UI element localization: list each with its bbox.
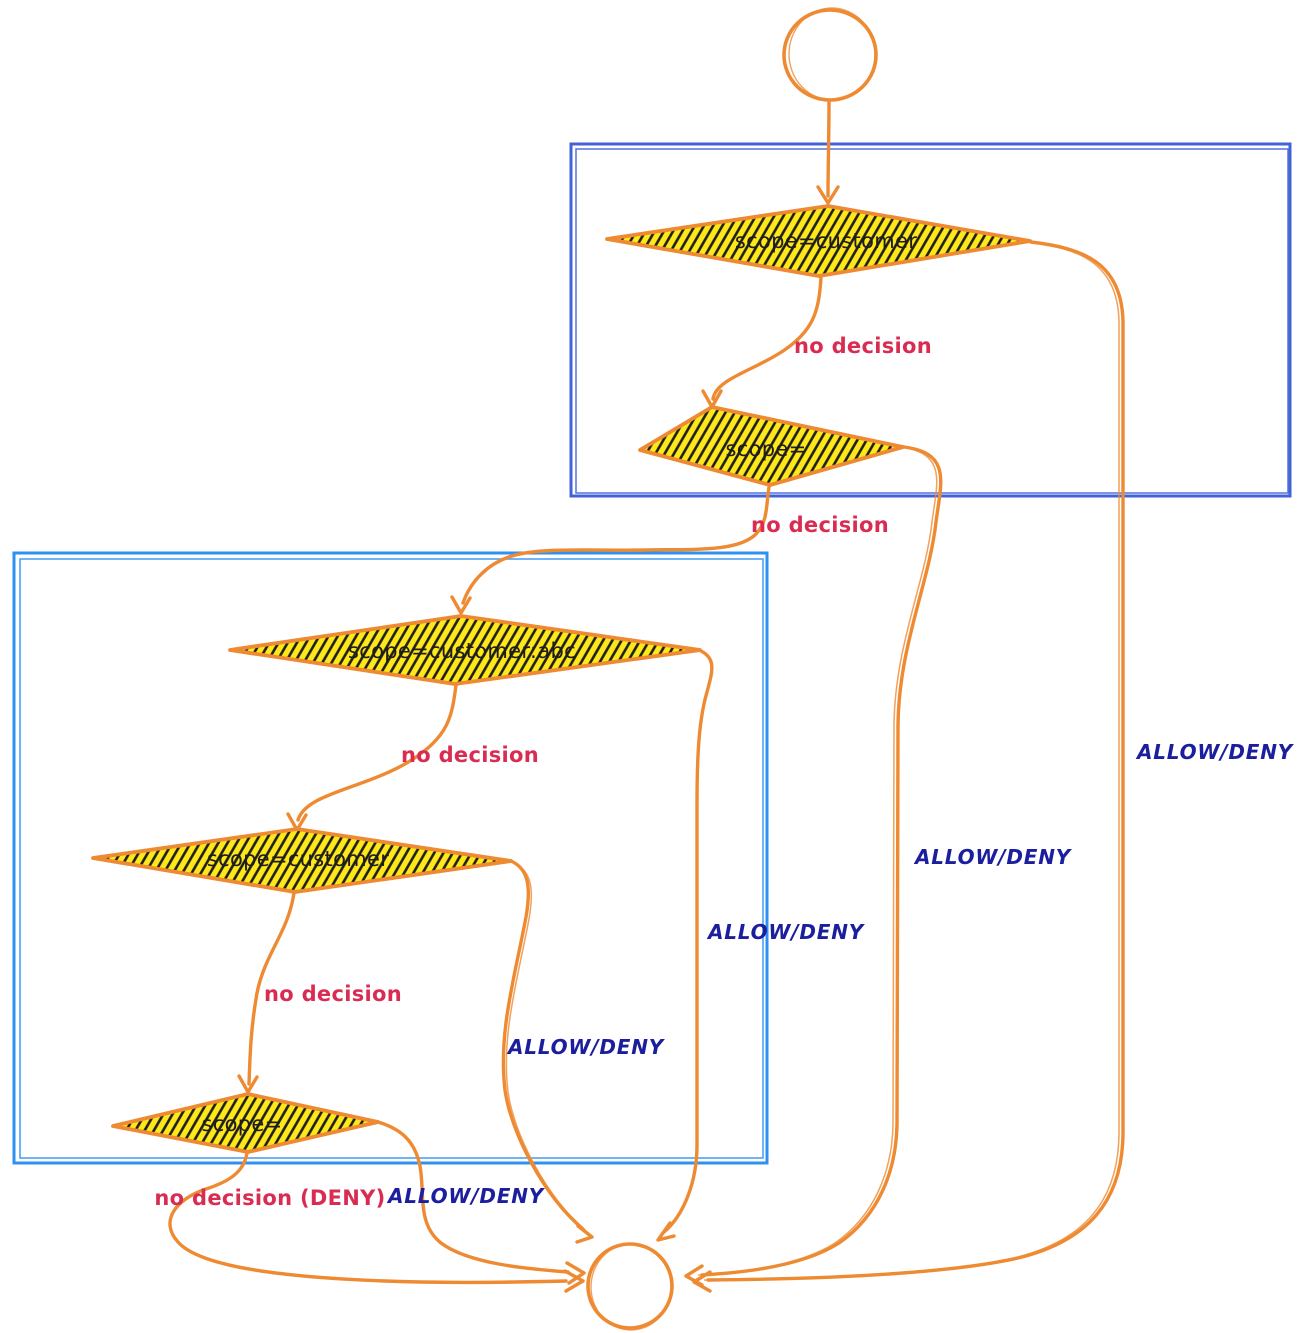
start-node <box>782 7 878 102</box>
end-node <box>586 1242 674 1331</box>
decision-label: scope=customer <box>207 847 389 871</box>
arrowhead-icon <box>816 185 840 205</box>
edge-label-no-decision-deny: no decision (DENY) <box>154 1186 385 1210</box>
arrowhead-icon <box>692 1270 712 1293</box>
edge-label-allow-deny-d3: ALLOW/DENY <box>706 920 866 944</box>
edge-d4-to-end <box>501 859 594 1244</box>
decision-scope-empty-top: scope= <box>638 405 905 487</box>
edge-label-no-decision-1: no decision <box>794 334 932 358</box>
decision-label: scope=customer:abc <box>348 639 576 663</box>
edge-d5-to-end-no-decision <box>168 1151 585 1293</box>
decision-label: scope=customer <box>735 229 917 253</box>
arrowhead-icon <box>565 1261 586 1285</box>
decision-label: scope= <box>202 1112 283 1136</box>
edge-d2-to-d3 <box>450 485 771 615</box>
edge-d3-to-end <box>656 649 714 1242</box>
edge-label-allow-deny-d4: ALLOW/DENY <box>506 1035 666 1059</box>
edge-label-allow-deny-d5: ALLOW/DENY <box>386 1184 546 1208</box>
edge-d1-to-end <box>692 240 1125 1293</box>
edge-d2-to-end <box>684 445 943 1287</box>
edge-start-to-d1 <box>816 99 840 205</box>
decision-label: scope= <box>726 437 807 461</box>
arrowhead-icon <box>450 595 472 615</box>
policy-box-top <box>569 142 1292 498</box>
edge-label-allow-deny-d1: ALLOW/DENY <box>1135 740 1295 764</box>
arrowhead-icon <box>237 1074 259 1094</box>
arrowhead-icon <box>563 1269 585 1293</box>
decision-scope-customer-abc: scope=customer:abc <box>228 614 702 686</box>
decision-scope-customer-lower: scope=customer <box>91 827 513 894</box>
edge-label-no-decision-4: no decision <box>264 982 402 1006</box>
arrowhead-icon <box>656 1221 676 1242</box>
decision-scope-empty-lower: scope= <box>111 1092 380 1154</box>
decision-scope-customer-top: scope=customer <box>605 204 1032 278</box>
edge-d5-right-to-end <box>376 1120 586 1285</box>
edge-d4-to-d5 <box>237 891 296 1094</box>
edge-label-no-decision-3: no decision <box>401 743 539 767</box>
edge-label-no-decision-2: no decision <box>751 513 889 537</box>
edge-label-allow-deny-d2: ALLOW/DENY <box>913 845 1073 869</box>
arrowhead-icon <box>575 1224 594 1244</box>
policy-box-lower <box>12 551 769 1165</box>
